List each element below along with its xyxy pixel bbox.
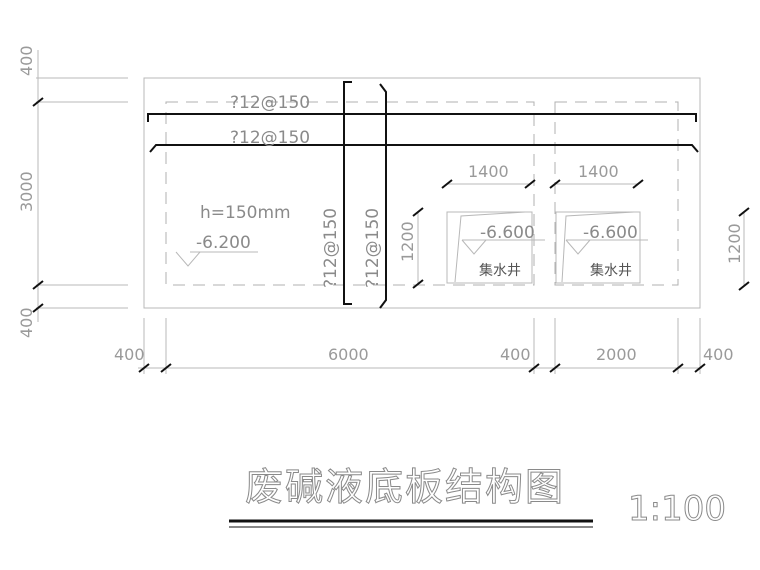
slab-outline [143,77,701,309]
sump-2-slope [561,211,635,283]
main-pit-dashed [165,101,535,286]
sump-1-elev: -6.600 [480,223,535,243]
sump-1-slope [454,211,526,283]
dim-bottom-5: 400 [703,345,734,364]
dim-left-top: 400 [17,45,36,76]
sump-1-height-tick-b [412,279,424,289]
sump-2-outline [555,211,641,284]
rebar-vert-1-label: ?12@150 [321,208,341,288]
sump-2-width-tick-r [632,179,644,189]
dim-left-bottom: 400 [17,307,36,338]
sump-2-name: 集水井 [590,262,632,279]
left-tick-1 [32,97,44,107]
side-pit-dashed [554,101,679,286]
drawing-title: 废碱液底板结构图 [245,465,565,509]
sump-1-outline [446,211,533,284]
sump-2-width-tick-l [549,179,561,189]
sump-1-elev-triangle [461,239,487,255]
rebar-vert-2-label: ?12@150 [363,208,383,288]
dim-bottom-4: 2000 [596,345,637,364]
sump-1-height-tick-t [412,207,424,217]
sump-1-width-tick-r [524,179,536,189]
bottom-tick-4 [549,363,561,373]
sump-1-width-tick-l [441,179,453,189]
drawing-scale: 1:100 [628,489,726,529]
rebar-top-1 [147,113,697,122]
dim-bottom-2: 6000 [328,345,369,364]
elev-slab-label: -6.200 [196,233,251,253]
elev-triangle-slab [175,251,201,267]
sump-1-height: 1200 [398,221,417,262]
rebar-top-2-label: ?12@150 [230,128,310,148]
sump-1-name: 集水井 [479,262,521,279]
rebar-vert-1 [343,81,352,305]
dim-left-middle: 3000 [17,171,36,212]
slab-thickness: h=150mm [200,203,291,223]
bottom-tick-3 [528,363,540,373]
right-tick-t [738,207,750,217]
sump-2-width: 1400 [578,162,619,181]
left-tick-3 [32,303,44,313]
bottom-tick-2 [160,363,172,373]
rebar-top-2 [149,144,699,153]
sump-1-width: 1400 [468,162,509,181]
bottom-tick-1 [138,363,150,373]
bottom-tick-5 [672,363,684,373]
bottom-tick-6 [694,363,706,373]
rebar-vert-2 [379,83,387,309]
rebar-top-1-label: ?12@150 [230,93,310,113]
right-tick-b [738,281,750,291]
dim-bottom-1: 400 [114,345,145,364]
left-tick-2 [32,280,44,290]
right-height: 1200 [725,223,744,264]
sump-2-elev: -6.600 [583,223,638,243]
dim-bottom-3: 400 [500,345,531,364]
sump-2-elev-triangle [565,239,591,255]
